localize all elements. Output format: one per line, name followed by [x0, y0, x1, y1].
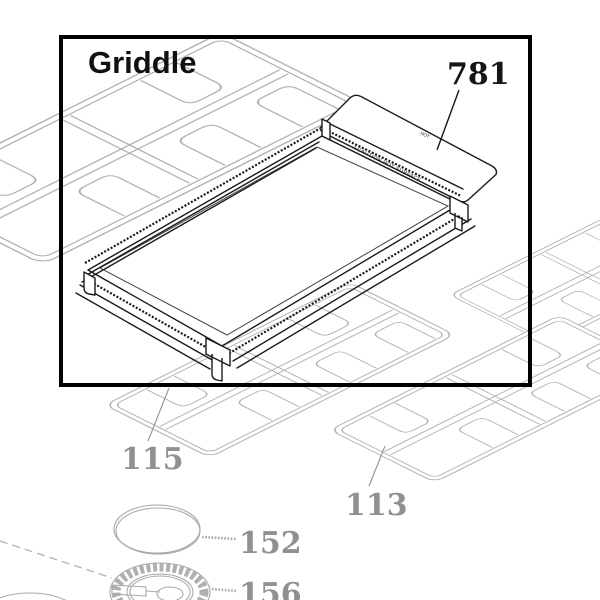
alignment-dashed-line [0, 540, 113, 579]
label-115: 115 [121, 387, 184, 477]
leader-115 [147, 387, 170, 442]
part-number-113: 113 [345, 488, 408, 523]
label-781: 781 [436, 57, 510, 151]
partial-part-bottom-left [0, 592, 67, 600]
leader-152 [201, 535, 237, 541]
burner-cap-152: 152 [113, 504, 302, 561]
burner-ports-ring [111, 562, 209, 600]
part-number-152: 152 [239, 526, 302, 561]
burner-head-156: 156 [109, 562, 302, 600]
griddle-left-foot [83, 271, 96, 296]
highlight-box [59, 35, 532, 387]
label-113: 113 [345, 445, 408, 523]
leader-781 [436, 89, 460, 151]
griddle-right-clip [449, 195, 469, 232]
leader-113 [368, 445, 386, 487]
griddle-rear-pin [321, 118, 331, 141]
warning-text-line1: HOT [420, 130, 431, 139]
page-title: Griddle [88, 45, 197, 80]
griddle-part: HOT ⚠CAUTION HOT SURFACE [75, 94, 498, 382]
griddle-front-foot [205, 337, 231, 382]
grate-rear-right [449, 204, 600, 345]
part-number-156: 156 [239, 577, 302, 600]
part-number-781: 781 [447, 57, 510, 92]
leader-156 [211, 587, 237, 593]
part-number-115: 115 [121, 442, 184, 477]
